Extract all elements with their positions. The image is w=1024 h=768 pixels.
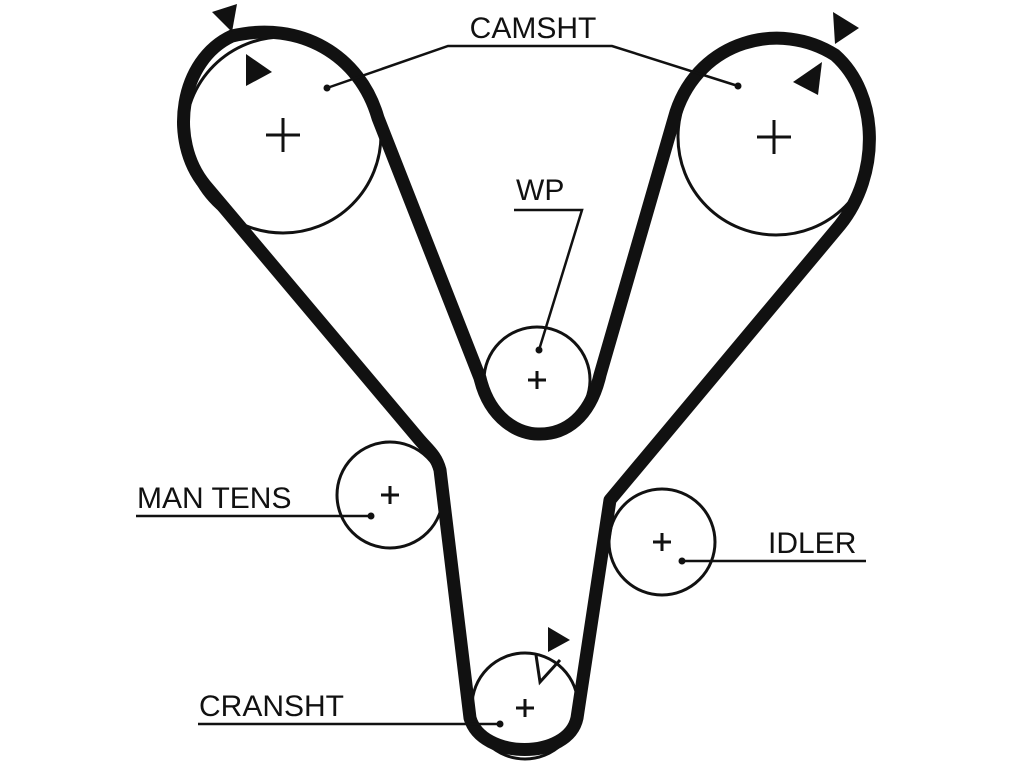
plus-icon (266, 118, 300, 152)
pulleys (183, 35, 876, 761)
triangle-marker-icon (212, 4, 237, 32)
crankshaft-mark-notch (534, 654, 562, 686)
leader-dot (323, 84, 331, 92)
leader-dot (535, 346, 543, 354)
timing-marks (212, 4, 859, 652)
plus-icon (528, 371, 546, 389)
triangle-marker-icon (548, 627, 570, 652)
camshaft-leader-line (326, 44, 739, 90)
crankshaft-label: CRANSHT (199, 690, 344, 723)
leader-dot (496, 720, 504, 728)
water-pump-leader-line (514, 208, 584, 351)
water-pump-label: WP (516, 174, 564, 207)
leader-dot (367, 512, 375, 520)
camshaft-label: CAMSHT (470, 12, 597, 45)
timing-belt (177, 25, 876, 756)
leader-dot (734, 82, 742, 90)
plus-icon (757, 120, 791, 154)
idler-label: IDLER (768, 527, 856, 560)
plus-icon (381, 486, 399, 504)
plus-icon (653, 533, 671, 551)
manual-tensioner-label: MAN TENS (137, 482, 291, 515)
triangle-marker-icon (833, 12, 859, 44)
leaders (136, 44, 866, 726)
pulley-centers (266, 118, 791, 717)
plus-icon (516, 699, 534, 717)
triangle-marker-icon (793, 62, 822, 95)
leader-dots (323, 82, 742, 728)
triangle-marker-icon (246, 54, 272, 86)
leader-dot (678, 557, 686, 565)
